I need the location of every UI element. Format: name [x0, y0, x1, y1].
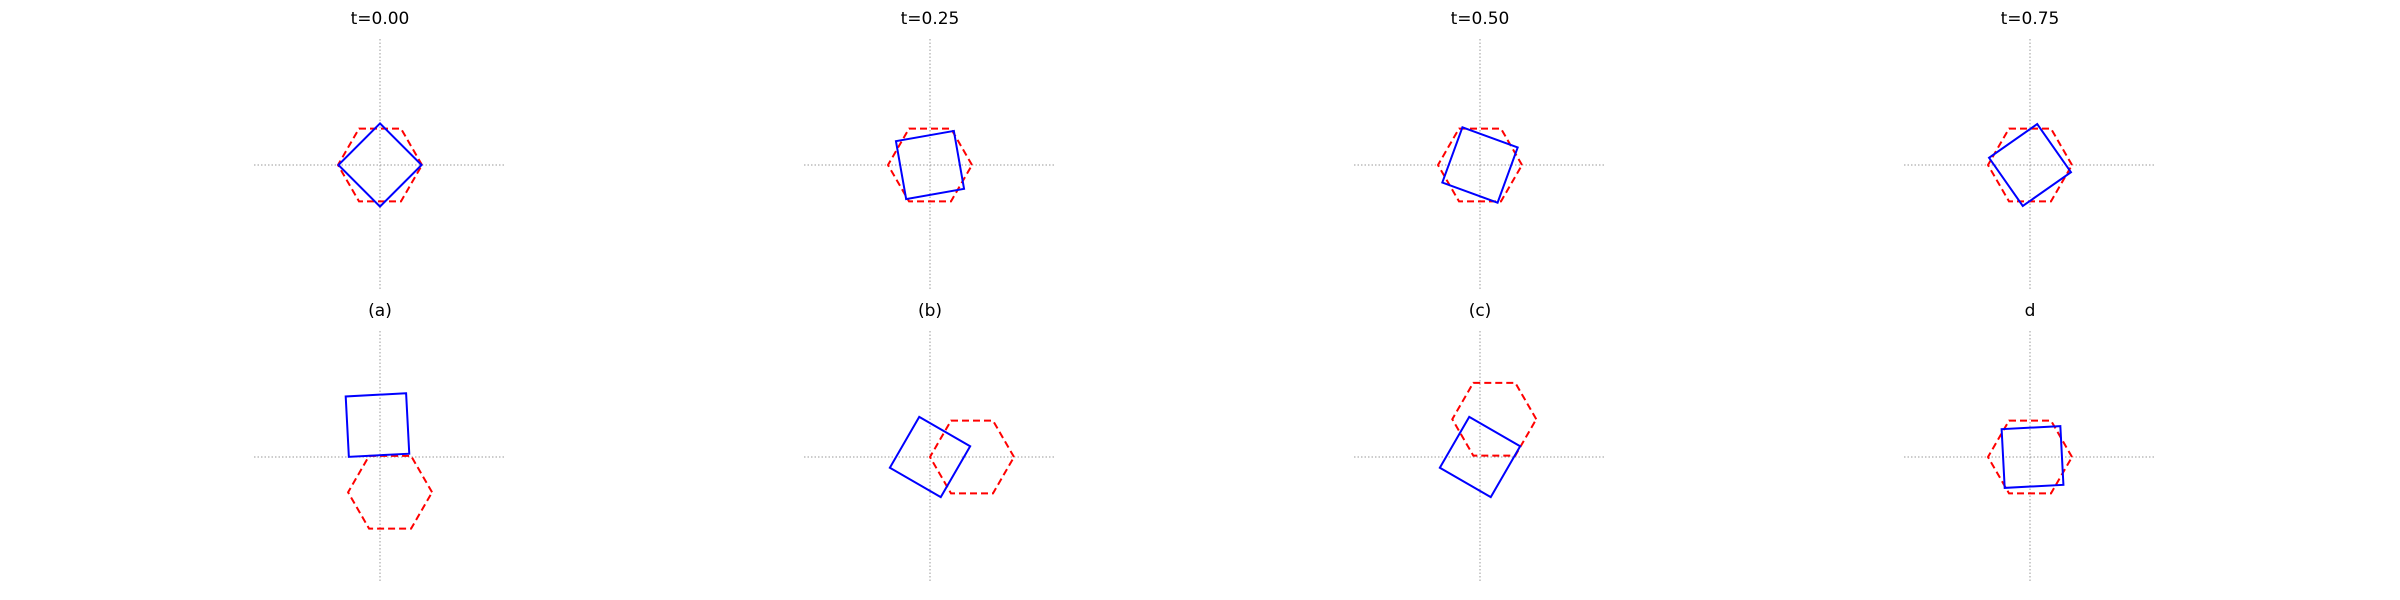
square-shape [2000, 425, 2065, 489]
panel-title: (b) [918, 301, 942, 321]
hexagon-shape [886, 127, 974, 203]
hexagon-shape [1436, 127, 1524, 203]
hexagon-shape [1986, 127, 2074, 203]
panel-title: d [2025, 301, 2036, 321]
panel-title: t=0.25 [901, 9, 960, 29]
square-shape [337, 122, 423, 208]
square-shape [1441, 126, 1519, 204]
panel-title: t=0.75 [2001, 9, 2060, 29]
hexagon-shape [928, 419, 1016, 495]
square-shape [894, 129, 966, 201]
square-shape [1987, 122, 2073, 208]
square-shape [1438, 415, 1522, 499]
panel-title: (c) [1469, 301, 1492, 321]
square-shape [888, 415, 972, 499]
square-shape [344, 392, 411, 458]
panel-6: (b) [804, 301, 1056, 583]
panel-title: t=0.50 [1451, 9, 1510, 29]
panel-3: t=0.50 [1354, 9, 1606, 291]
panel-5: (a) [254, 301, 506, 583]
panel-4: t=0.75 [1904, 9, 2156, 291]
panel-title: t=0.00 [351, 9, 410, 29]
hexagon-shape [1986, 419, 2074, 495]
hexagon-shape [1451, 381, 1538, 457]
panel-7: (c) [1354, 301, 1606, 583]
panel-2: t=0.25 [804, 9, 1056, 291]
panel-8: d [1904, 301, 2156, 583]
panel-title: (a) [368, 301, 392, 321]
hexagon-shape [346, 454, 434, 530]
panel-1: t=0.00 [254, 9, 506, 291]
